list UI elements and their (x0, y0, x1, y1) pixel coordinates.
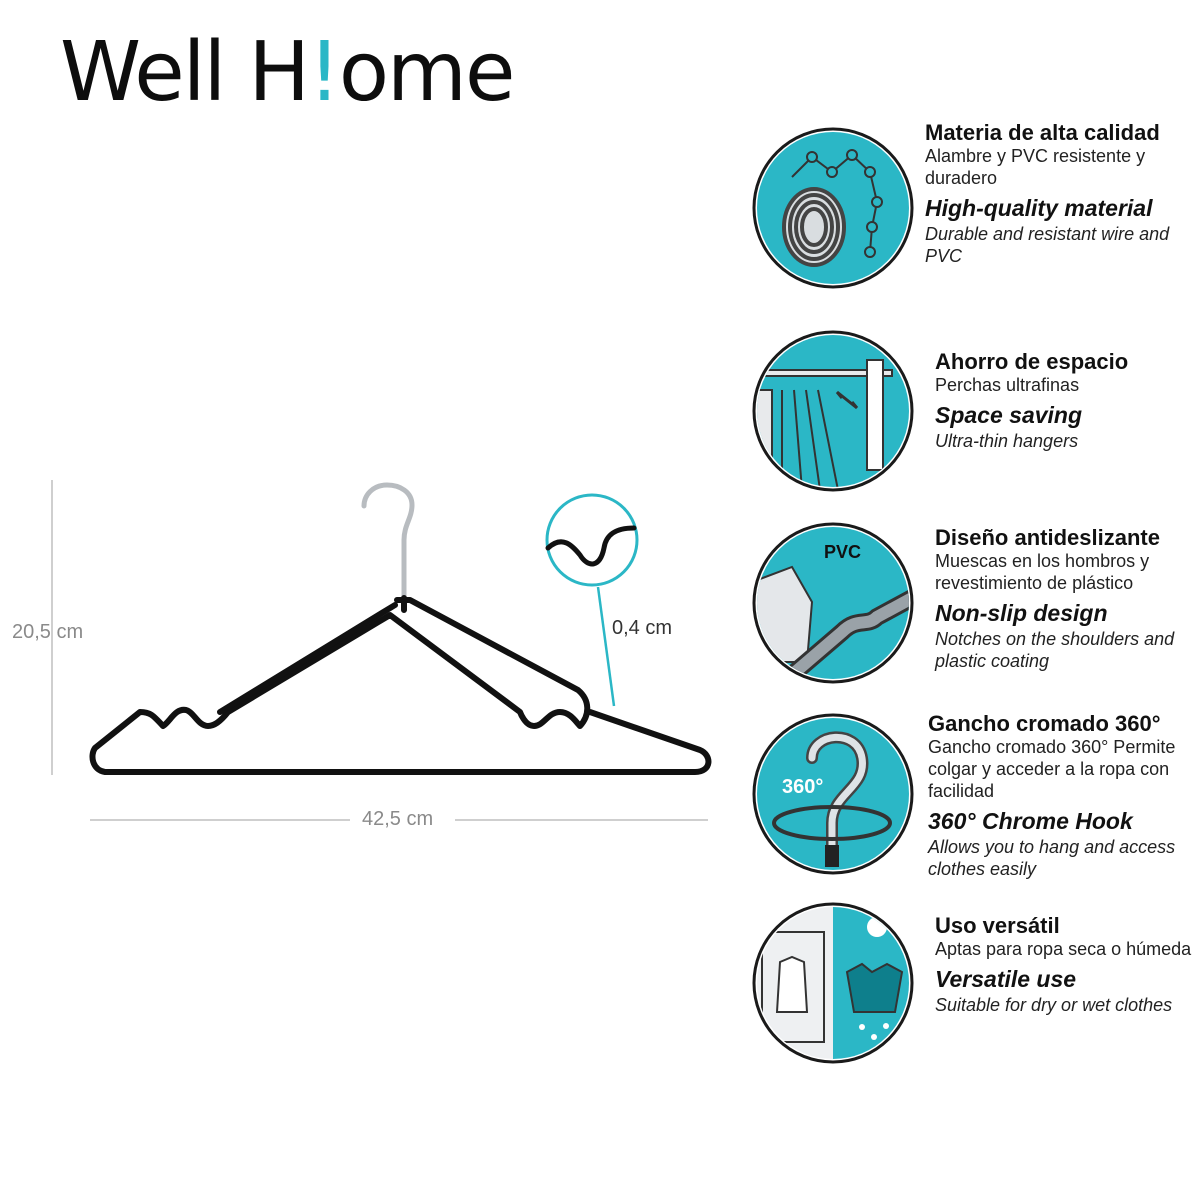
feature-desc-es: Aptas para ropa seca o húmeda (935, 939, 1192, 959)
hanger-body (89, 597, 712, 775)
feature-title-en: Space saving (935, 402, 1083, 428)
feature-title-en: 360° Chrome Hook (928, 808, 1133, 834)
brand-logo: Well H!ome (60, 32, 515, 114)
logo-accent-dot: ! (308, 25, 341, 120)
notch-detail (545, 525, 637, 567)
width-label: 42,5 cm (362, 808, 434, 830)
pvc-label: PVC (824, 542, 861, 562)
feature-title-es: Gancho cromado 360° (928, 711, 1161, 736)
feature-title-en: Versatile use (935, 966, 1077, 992)
feature-title-es: Materia de alta calidad (925, 120, 1160, 145)
callout-line (596, 586, 616, 707)
rotation-label: 360° (782, 776, 823, 798)
feature-desc-en: Durable and resistant wire and PVC (925, 224, 1170, 266)
logo-text-end: ome (338, 25, 515, 120)
hanger-body (217, 595, 407, 715)
thickness-label: 0,4 cm (612, 617, 673, 639)
feature-desc-en: Suitable for dry or wet clothes (935, 995, 1173, 1015)
pvc-notch-icon: PVC (752, 522, 914, 684)
chrome-hook-icon (361, 482, 415, 600)
feature-desc-en: Allows you to hang and access clothes ea… (928, 837, 1176, 879)
feature-title-en: Non-slip design (935, 600, 1108, 626)
feature-desc-es: Alambre y PVC resistente y duradero (925, 146, 1146, 188)
hanger-diagram (51, 480, 712, 821)
feature-title-es: Uso versátil (935, 913, 1060, 938)
feature-desc-es: Perchas ultrafinas (935, 375, 1080, 395)
coil-wire-icon (752, 127, 914, 289)
notch-zoom-circle (545, 493, 639, 587)
closet-space-icon (752, 330, 914, 492)
feature-desc-en: Notches on the shoulders and plastic coa… (935, 629, 1175, 671)
dry-wet-clothes-icon (752, 902, 914, 1064)
height-label: 20,5 cm (12, 621, 84, 643)
feature-title-en: High-quality material (925, 195, 1153, 221)
feature-title-es: Ahorro de espacio (935, 349, 1129, 374)
feature-desc-es: Gancho cromado 360° Permite colgar y acc… (928, 737, 1176, 801)
feature-title-es: Diseño antideslizante (935, 525, 1160, 550)
rotating-hook-icon: 360° (752, 713, 914, 875)
feature-desc-es: Muescas en los hombros y revestimiento d… (935, 551, 1150, 593)
logo-text-start: Well H (60, 25, 310, 120)
feature-desc-en: Ultra-thin hangers (935, 431, 1079, 451)
